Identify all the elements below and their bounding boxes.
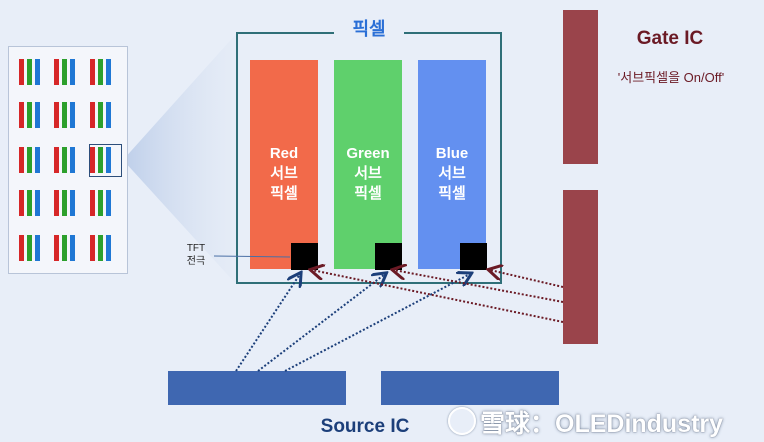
- panel-subpixel-bar: [62, 190, 67, 216]
- watermark: 雪球：OLEDindustry: [448, 404, 760, 440]
- panel-subpixel-bar: [106, 190, 111, 216]
- gate-ic-bar-bottom: [563, 190, 598, 344]
- panel-subpixel-bar: [19, 235, 24, 261]
- green-subpixel: Green 서브 픽셀: [334, 60, 402, 269]
- panel-subpixel-bar: [90, 59, 95, 85]
- source-line-blue: [284, 274, 470, 372]
- pixel-title: 픽셀: [334, 18, 404, 40]
- panel-subpixel-bar: [27, 235, 32, 261]
- panel-subpixel-bar: [90, 102, 95, 128]
- panel-subpixel-bar: [27, 59, 32, 85]
- panel-subpixel-bar: [35, 147, 40, 173]
- gate-line-red: [312, 270, 564, 323]
- panel-subpixel-bar: [70, 59, 75, 85]
- panel-subpixel-bar: [19, 102, 24, 128]
- panel-subpixel-bar: [70, 147, 75, 173]
- panel-subpixel-bar: [62, 102, 67, 128]
- blue-subpixel: Blue 서브 픽셀: [418, 60, 486, 269]
- tft-blue: [460, 243, 487, 270]
- panel-subpixel-bar: [35, 190, 40, 216]
- panel-subpixel-bar: [35, 102, 40, 128]
- panel-subpixel-bar: [19, 59, 24, 85]
- panel-subpixel-bar: [35, 235, 40, 261]
- green-subpixel-label: Green 서브 픽셀: [346, 145, 390, 202]
- panel-subpixel-bar: [19, 147, 24, 173]
- watermark-text: 雪球：OLEDindustry: [480, 410, 724, 438]
- red-subpixel: Red 서브 픽셀: [250, 60, 318, 269]
- panel-subpixel-bar: [98, 147, 103, 173]
- panel-subpixel-bar: [90, 235, 95, 261]
- panel-subpixel-bar: [70, 102, 75, 128]
- zoom-highlight-box: [89, 144, 122, 177]
- gate-ic-bar-top: [563, 10, 598, 164]
- panel-subpixel-bar: [62, 59, 67, 85]
- gate-ic-description: '서브픽셀을 On/Off': [617, 70, 725, 85]
- panel-subpixel-bar: [90, 190, 95, 216]
- panel-subpixel-bar: [98, 235, 103, 261]
- blue-subpixel-label: Blue 서브 픽셀: [435, 145, 469, 202]
- panel-subpixel-bar: [98, 190, 103, 216]
- source-line-green: [257, 274, 385, 372]
- panel-subpixel-bar: [62, 147, 67, 173]
- panel-subpixel-bar: [106, 102, 111, 128]
- panel-subpixel-bar: [54, 102, 59, 128]
- panel-subpixel-bar: [98, 102, 103, 128]
- source-line-red: [235, 274, 300, 372]
- panel-subpixel-bar: [54, 190, 59, 216]
- panel-subpixel-bar: [35, 59, 40, 85]
- snowball-logo-icon: [448, 407, 476, 435]
- panel-subpixel-bar: [54, 59, 59, 85]
- tft-electrode-label: TFT 전극: [186, 243, 206, 267]
- panel-subpixel-bar: [70, 235, 75, 261]
- panel-subpixel-bar: [98, 59, 103, 85]
- panel-subpixel-bar: [106, 147, 111, 173]
- source-ic-title: Source IC: [320, 416, 410, 437]
- gate-line-green: [394, 270, 564, 303]
- panel-subpixel-bar: [54, 147, 59, 173]
- panel-subpixel-bar: [54, 235, 59, 261]
- panel-subpixel-bar: [27, 147, 32, 173]
- panel-subpixel-bar: [70, 190, 75, 216]
- source-ic-bar-right: [381, 371, 559, 405]
- display-panel: [8, 46, 128, 274]
- gate-line-blue: [490, 270, 564, 288]
- panel-subpixel-bar: [19, 190, 24, 216]
- tft-leader-line: [213, 255, 291, 258]
- panel-subpixel-bar: [106, 59, 111, 85]
- red-subpixel-label: Red 서브 픽셀: [269, 145, 299, 202]
- panel-subpixel-bar: [27, 190, 32, 216]
- panel-subpixel-bar: [106, 235, 111, 261]
- panel-subpixel-bar: [27, 102, 32, 128]
- gate-ic-title: Gate IC: [636, 28, 704, 49]
- panel-subpixel-bar: [62, 235, 67, 261]
- panel-subpixel-bar: [90, 147, 95, 173]
- source-ic-bar-left: [168, 371, 346, 405]
